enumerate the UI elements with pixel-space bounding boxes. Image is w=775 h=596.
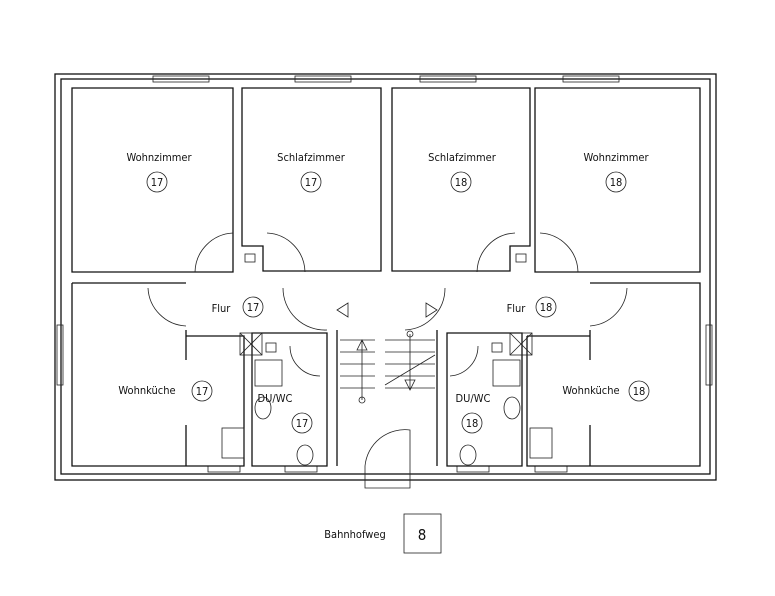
- room-number: 18: [610, 176, 623, 189]
- room-number: 17: [296, 417, 309, 430]
- room-label: DU/WC: [456, 392, 491, 405]
- room-flur-17: Flur 17: [212, 296, 264, 318]
- staircase[interactable]: [336, 302, 438, 404]
- doors: [147, 232, 628, 489]
- room-wohnkueche-17: Wohnküche 17: [118, 380, 213, 402]
- fixtures: [221, 332, 553, 466]
- street-name: Bahnhofweg: [324, 528, 385, 541]
- room-wohnkueche-18: Wohnküche 18: [562, 380, 650, 402]
- address-label: Bahnhofweg 8: [324, 513, 442, 554]
- room-label: Schlafzimmer: [277, 151, 346, 164]
- room-schlafzimmer-17: Schlafzimmer 17: [277, 151, 346, 193]
- room-label: Wohnküche: [118, 384, 175, 397]
- room-number: 17: [196, 385, 209, 398]
- house-number: 8: [418, 526, 427, 544]
- triangle-marker-icon: [425, 302, 438, 318]
- room-label: Schlafzimmer: [428, 151, 497, 164]
- room-number: 18: [540, 301, 553, 314]
- room-walls: [71, 87, 701, 467]
- room-number: 17: [247, 301, 260, 314]
- room-schlafzimmer-18: Schlafzimmer 18: [428, 151, 497, 193]
- room-duwc-18: DU/WC 18: [456, 392, 491, 434]
- room-number: 18: [466, 417, 479, 430]
- room-wohnzimmer-17: Wohnzimmer 17: [126, 151, 192, 193]
- room-label: Wohnzimmer: [126, 151, 192, 164]
- room-wohnzimmer-18: Wohnzimmer 18: [583, 151, 649, 193]
- outer-walls: [54, 73, 717, 481]
- room-number: 18: [633, 385, 646, 398]
- room-number: 17: [305, 176, 318, 189]
- room-flur-18: Flur 18: [507, 296, 557, 318]
- room-label: Wohnküche: [562, 384, 619, 397]
- windows: [56, 75, 713, 473]
- triangle-marker-icon: [336, 302, 349, 318]
- room-number: 18: [455, 176, 468, 189]
- room-label: Flur: [212, 302, 232, 315]
- room-label: Flur: [507, 302, 527, 315]
- room-label: Wohnzimmer: [583, 151, 649, 164]
- room-label: DU/WC: [258, 392, 293, 405]
- room-number: 17: [151, 176, 164, 189]
- room-duwc-17: DU/WC 17: [258, 392, 313, 434]
